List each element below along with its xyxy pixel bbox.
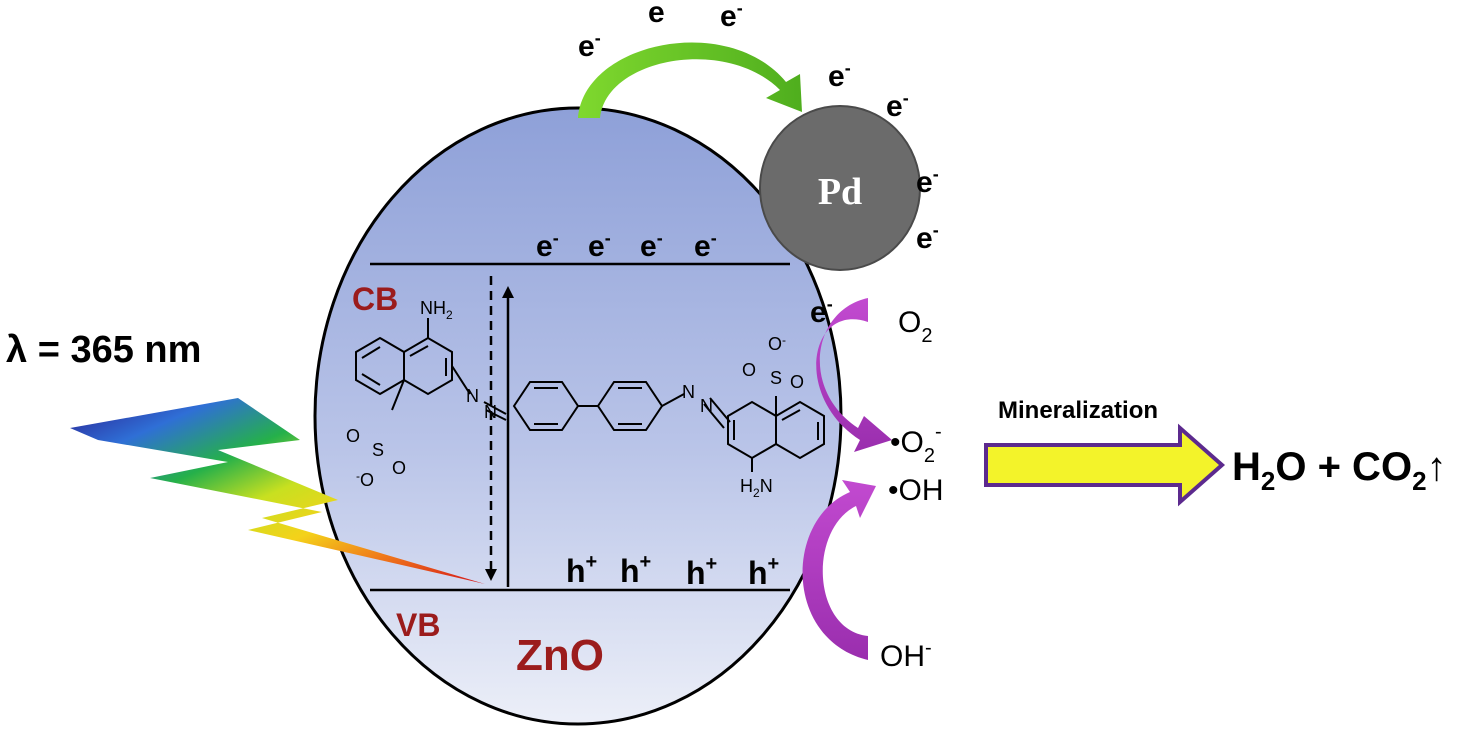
electron-label: e- (640, 228, 663, 263)
superoxide-label: •O2- (890, 421, 942, 467)
vb-holes: h+ h+ h+ h+ (566, 551, 779, 591)
zno-label: ZnO (516, 631, 604, 680)
hole-label: h+ (748, 553, 779, 591)
electron-transfer-arrow (578, 42, 802, 118)
electron-label: e- (916, 164, 939, 199)
so3-left-o-top: O (346, 426, 360, 446)
azo-n-right-2: N (700, 396, 713, 416)
electron-label: e- (886, 88, 909, 123)
electron-label: e- (588, 228, 611, 263)
naphthalene-ring-right-b (775, 400, 825, 460)
dye-molecule (355, 318, 825, 472)
electron-label: e (648, 0, 665, 29)
electron-label: e- (536, 228, 559, 263)
cb-electrons: e- e- e- e- (536, 228, 717, 263)
so3-right-o-top: O- (768, 333, 786, 354)
electron-label: e- (578, 28, 601, 63)
electron-label: e- (810, 294, 833, 329)
so3-right-s: S (770, 368, 782, 388)
pd-electrons: e- e- e- e- e- (810, 58, 939, 329)
pd-nanoparticle (759, 105, 921, 271)
transfer-electrons: e- e e- (578, 0, 743, 63)
azo-n-right-1: N (682, 382, 695, 402)
azo-n-left-1: N (466, 386, 479, 406)
hole-label: h+ (686, 553, 717, 591)
products-label: H2O + CO2↑ (1232, 445, 1447, 496)
vb-label: VB (396, 607, 440, 643)
electron-label: e- (720, 0, 743, 33)
wavelength-label: λ = 365 nm (6, 329, 201, 371)
cb-label: CB (352, 281, 398, 317)
so3-left-o-minus: -O (356, 469, 374, 490)
hole-label: h+ (620, 551, 651, 589)
mineralization-arrow (984, 423, 1226, 507)
so3-left-o-right: O (392, 458, 406, 478)
electron-label: e- (916, 220, 939, 255)
electron-label: e- (828, 58, 851, 93)
oxygen-reduction-arrow (816, 298, 892, 452)
nh2-bottom-label: H2N (740, 476, 773, 500)
nh2-top-label: NH2 (420, 298, 453, 322)
hole-label: h+ (566, 551, 597, 589)
so3-left-s: S (372, 440, 384, 460)
so3-right-o-left: O (742, 360, 756, 380)
so3-right-o-right: O (790, 372, 804, 392)
pd-label: Pd (818, 171, 862, 213)
oxygen-label: O2 (898, 306, 932, 347)
dye-molecule-labels: NH2 N N N N O S O -O O- S O O H2N (346, 298, 804, 500)
hydroxide-label: OH- (880, 637, 932, 673)
mineralization-label: Mineralization (998, 397, 1158, 424)
light-lightning-bolt (70, 398, 485, 584)
azo-n-left-2: N (484, 402, 497, 422)
hydroxide-oxidation-arrow (802, 480, 876, 660)
electron-label: e- (694, 228, 717, 263)
hydroxyl-radical-label: •OH (888, 474, 944, 507)
